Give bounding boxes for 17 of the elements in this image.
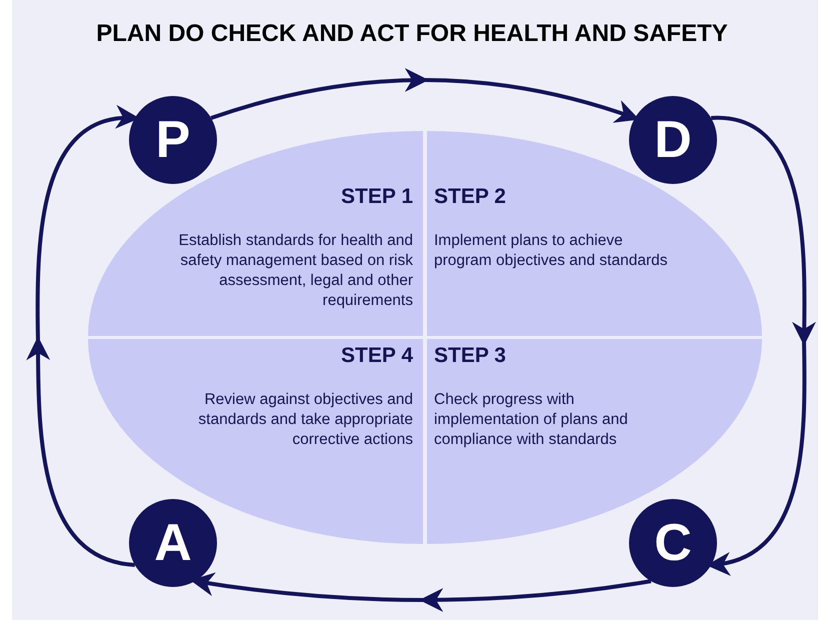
step-description: Review against objectives and standards and take appropriate corrective actions (197, 390, 413, 450)
curved-arrow (710, 116, 816, 576)
step-heading: STEP 1 (340, 185, 413, 209)
stage-letter: P (156, 114, 190, 166)
curved-arrow (193, 572, 652, 612)
step-heading: STEP 2 (434, 185, 507, 209)
title: PLAN DO CHECK AND ACT FOR HEALTH AND SAFETY (95, 20, 729, 48)
step-heading: STEP 3 (434, 344, 507, 368)
step-description: Establish standards for health and safety management based on risk assessment, legal and other requirements (178, 231, 413, 311)
curved-arrow (210, 68, 636, 123)
curved-arrow (26, 105, 136, 567)
stage-letter: D (654, 114, 692, 166)
step-description: Check progress with implementation of plans and compliance with standards (434, 390, 629, 450)
stage-letter: C (654, 517, 692, 569)
stage-letter: A (154, 517, 192, 569)
step-description: Implement plans to achieve program objectives and standards (434, 231, 668, 271)
step-heading: STEP 4 (340, 344, 413, 368)
